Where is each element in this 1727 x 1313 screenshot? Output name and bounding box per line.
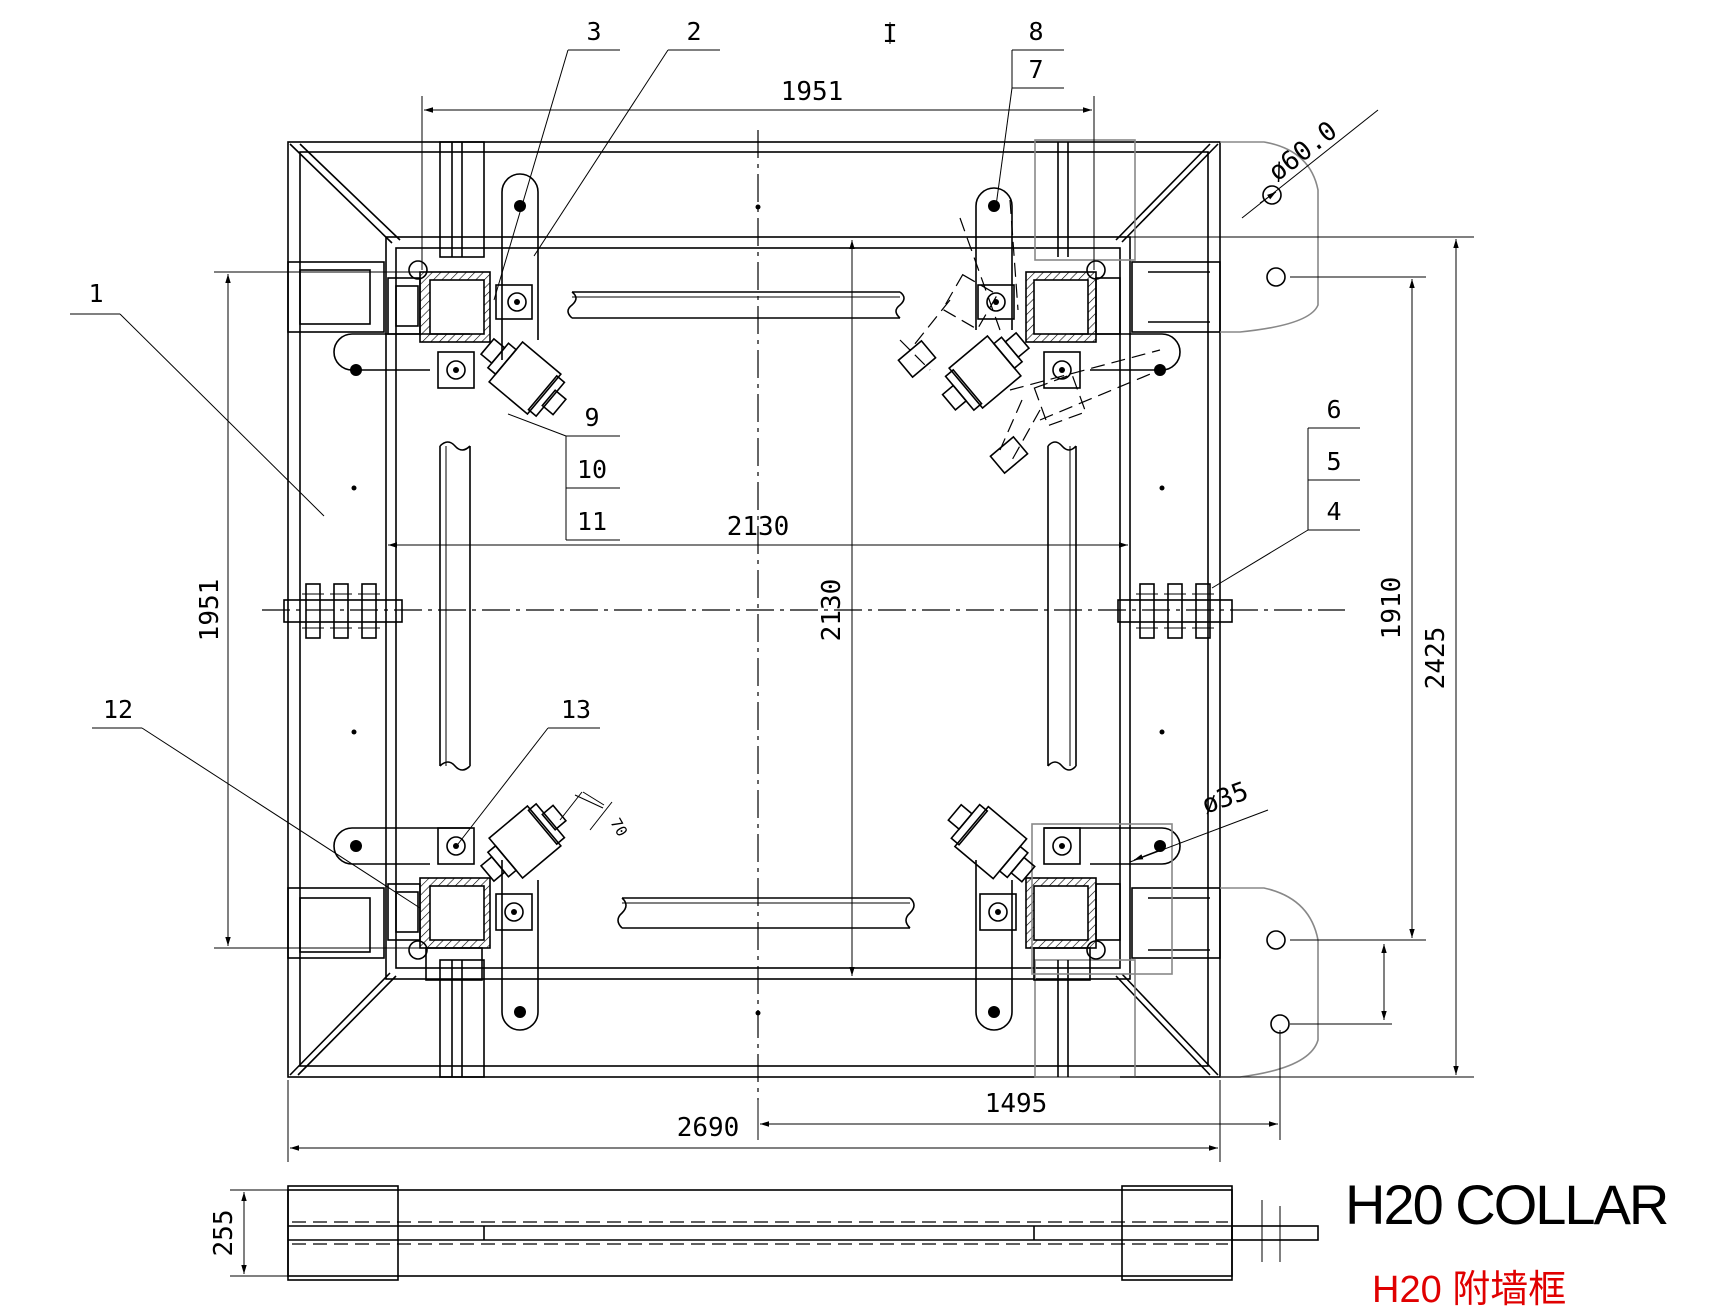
dim-inner-height: 2130: [817, 579, 847, 642]
inner-beams: [439, 291, 1077, 929]
part-label-6: 6: [1326, 395, 1341, 424]
title-english: H20 COLLAR: [1345, 1173, 1669, 1236]
part-leaders: [70, 22, 1360, 909]
part-label-4: 4: [1326, 497, 1341, 526]
dim-right-height-outer: 2425: [1421, 627, 1451, 690]
part-label-13: 13: [561, 695, 591, 724]
right-splice-bolts: [1117, 583, 1233, 639]
dim-top-width: 1951: [781, 77, 844, 107]
bottom-left-clamp: [333, 791, 613, 1031]
dim-section-height: 255: [209, 1210, 239, 1257]
part-label-7: 7: [1028, 55, 1043, 84]
part-label-11: 11: [577, 507, 607, 536]
part-label-9: 9: [584, 403, 599, 432]
dim-right-height-inner: 1910: [1377, 577, 1407, 640]
section-view: [230, 1185, 1319, 1281]
dim-bottom-overall: 2690: [677, 1113, 740, 1143]
dim-inner-width: 2130: [727, 512, 790, 542]
part-label-8: 8: [1028, 17, 1043, 46]
bottom-right-clamp: [947, 803, 1181, 1031]
top-right-clamp: [897, 187, 1181, 475]
top-left-clamp: [333, 173, 568, 418]
left-splice-bolts: [283, 583, 403, 639]
part-label-10: 10: [577, 455, 607, 484]
corner-braces: [289, 143, 1219, 1076]
top-mark: I: [882, 19, 897, 48]
part-label-1: 1: [88, 279, 103, 308]
part-label-5: 5: [1326, 447, 1341, 476]
dim-bottom-offset: 1495: [985, 1089, 1048, 1119]
part-label-2: 2: [686, 17, 701, 46]
part-label-12: 12: [103, 695, 133, 724]
dim-hole-large: ø60.0: [1263, 116, 1343, 188]
dim-left-height: 1951: [195, 579, 225, 642]
dimension-lines: [214, 96, 1474, 1162]
center-lines: [262, 130, 1345, 1100]
part-label-3: 3: [586, 17, 601, 46]
title-chinese: H20 附墙框: [1372, 1269, 1567, 1311]
dim-bracket-angle: 70: [607, 815, 632, 840]
dim-hole-small: ø35: [1198, 776, 1252, 820]
